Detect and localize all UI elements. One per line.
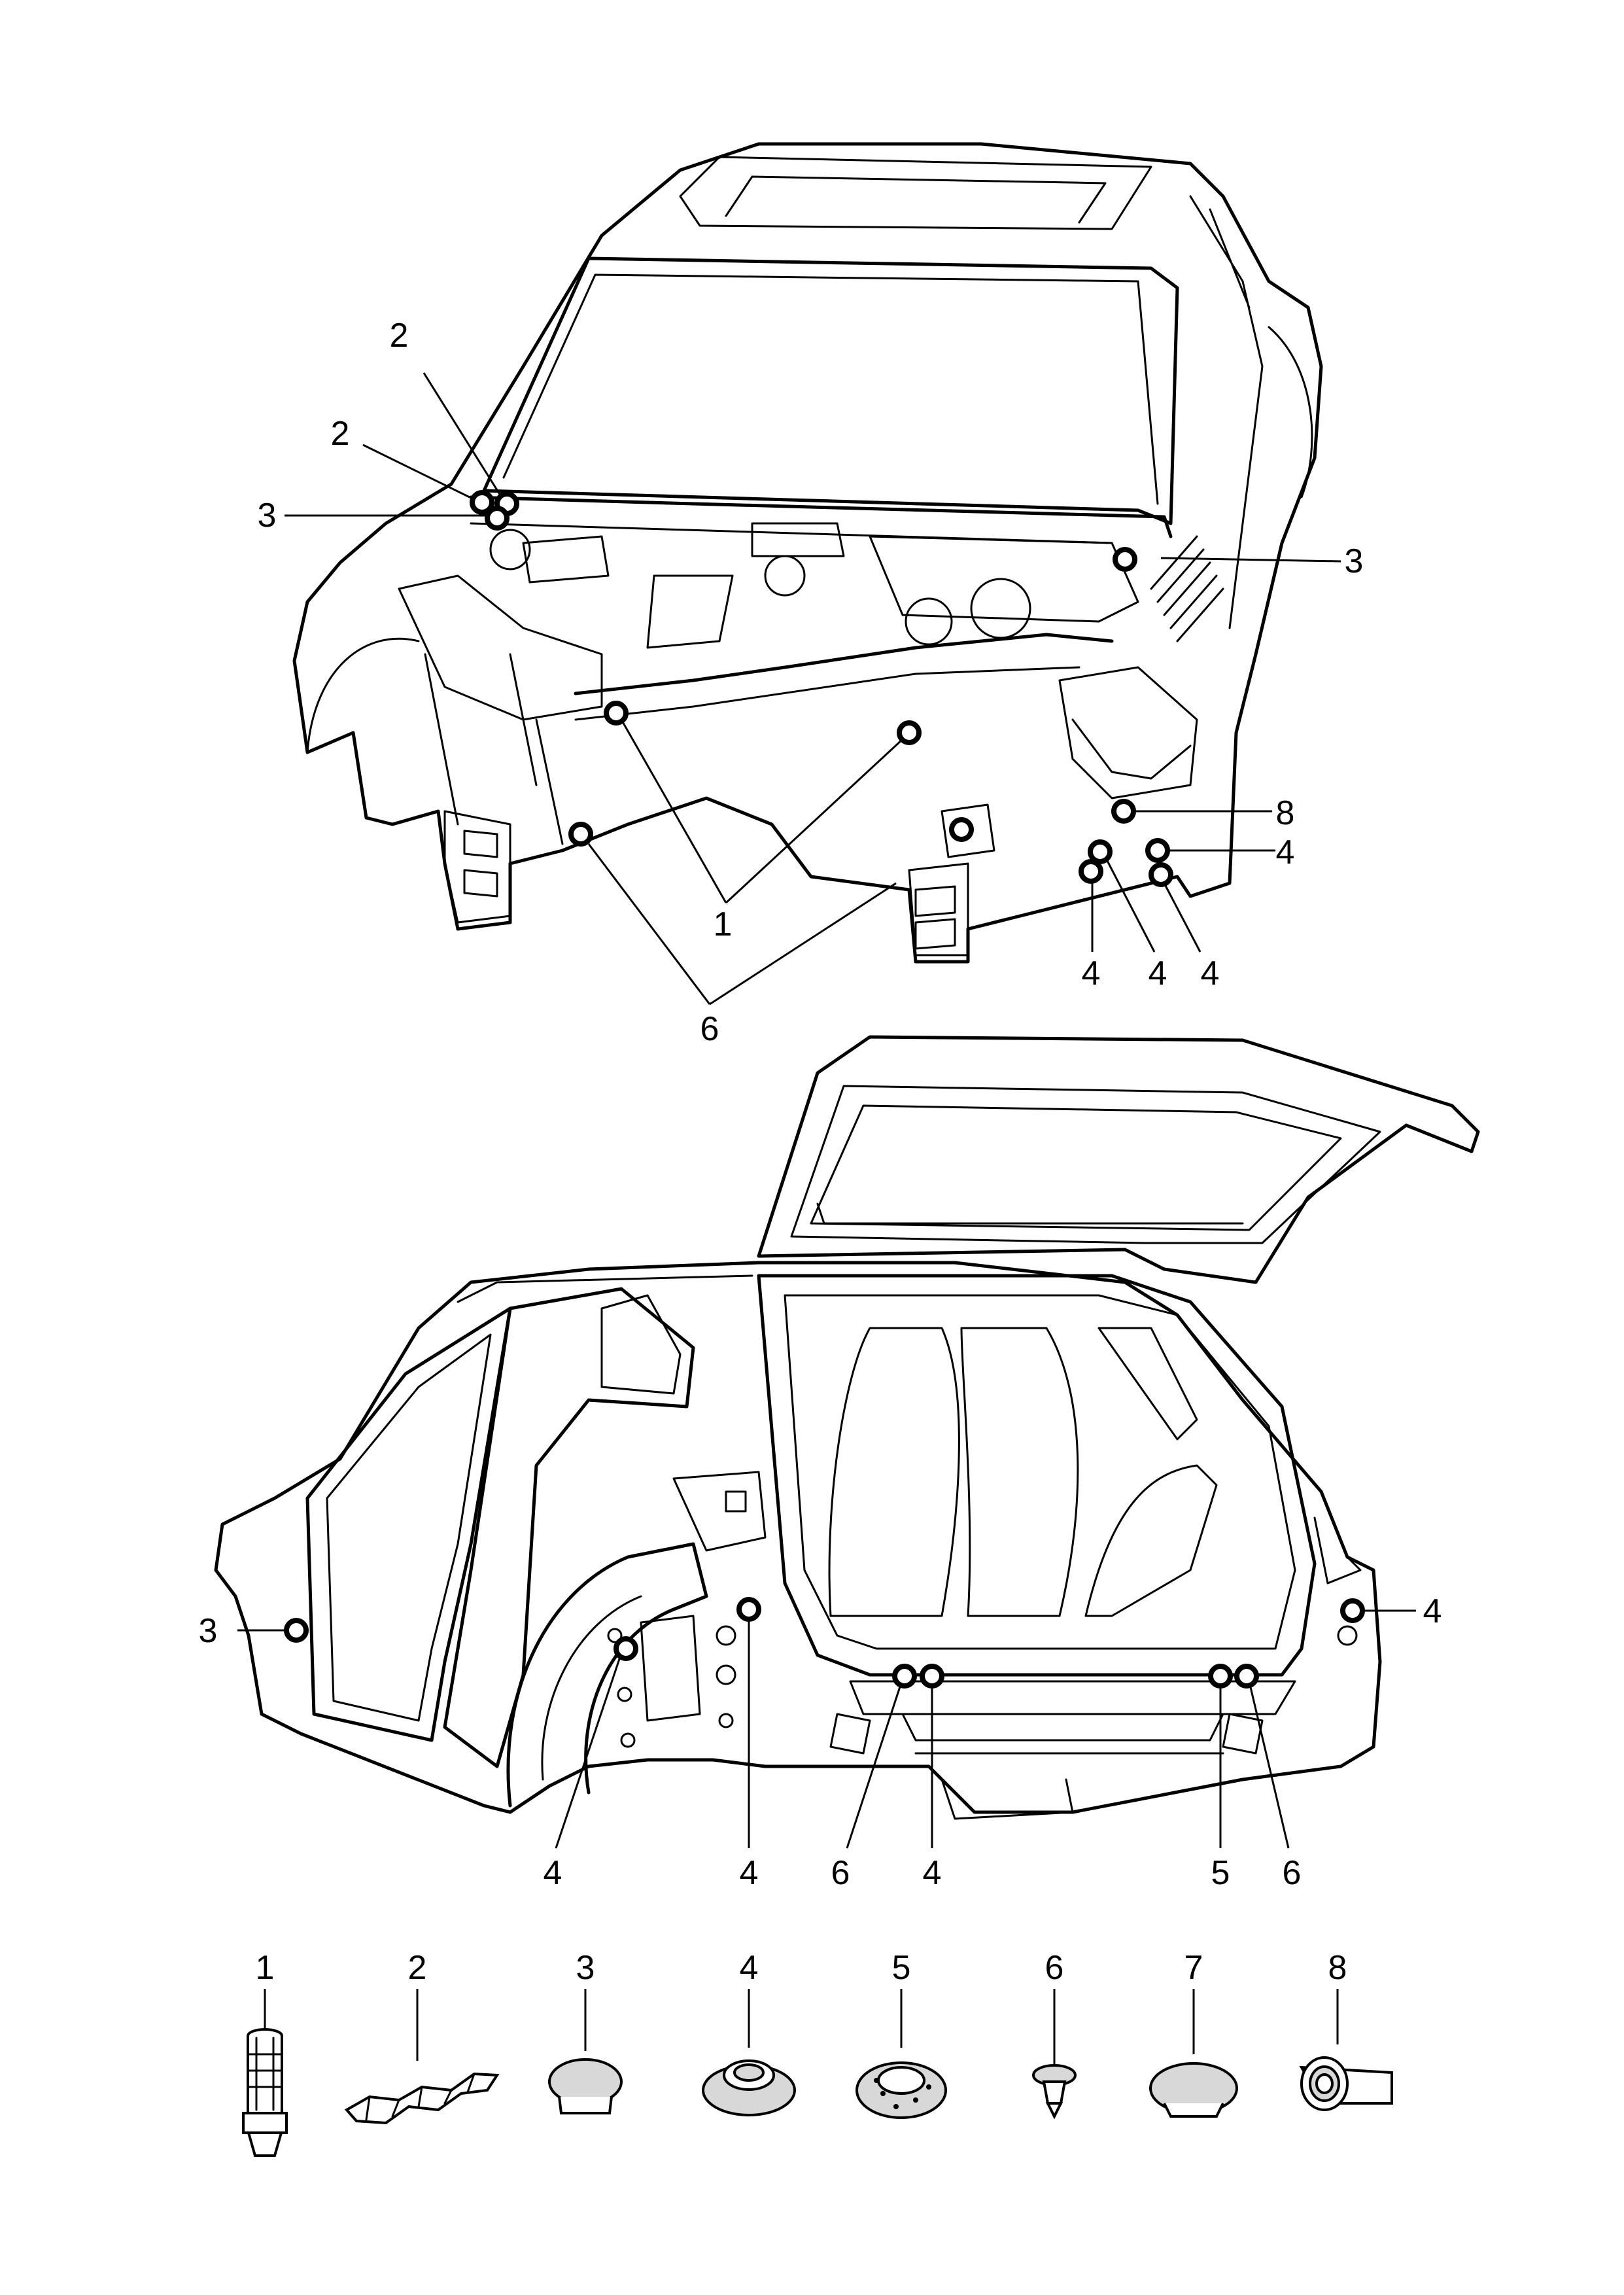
callout-label: 6 [831,1854,850,1892]
callout-label: 3 [258,497,277,534]
bottom-rear-door-opening [443,1287,695,1768]
legend-number-4: 4 [740,1949,759,1987]
textured-plug-icon [855,2061,947,2119]
callout-label: 6 [700,1010,719,1048]
legend-number-5: 5 [892,1949,911,1987]
grommet-icon [702,2059,796,2116]
legend-number-3: 3 [576,1949,595,1987]
callout-label: 5 [1211,1854,1230,1892]
top-body-outline [292,142,1323,964]
fastener-marker[interactable] [470,490,494,515]
bottom-leader-lines [237,1606,1416,1849]
fastener-marker[interactable] [1145,838,1170,863]
fastener-marker[interactable] [1208,1664,1233,1689]
fastener-marker[interactable] [284,1618,309,1643]
tape-roll-icon [1299,2056,1393,2111]
callout-label: 4 [1082,955,1101,992]
callout-label: 4 [1149,955,1167,992]
legend-number-6: 6 [1045,1949,1064,1987]
top-vehicle-view [292,142,1323,964]
fastener-marker[interactable] [736,1597,761,1622]
callout-label: 2 [390,317,409,355]
fastener-marker[interactable] [568,822,593,847]
legend-number-2: 2 [408,1949,427,1987]
fastener-marker[interactable] [897,720,922,745]
callout-label: 3 [199,1612,218,1650]
parts-legend: 1 2 3 4 5 6 7 8 [242,1949,1393,2157]
fastener-marker[interactable] [485,506,510,531]
top-callouts: 2 2 3 3 8 4 4 4 4 1 6 [258,317,1364,1048]
top-windshield-frame [482,256,1179,525]
bottom-wheel-arch [506,1542,708,1808]
top-leader-lines [285,372,1341,1006]
callout-label: 8 [1276,794,1295,832]
tape-strip-icon [344,2072,500,2125]
callout-label: 4 [1423,1592,1442,1630]
fastener-marker[interactable] [1079,859,1103,884]
fastener-marker[interactable] [613,1636,638,1661]
callout-label: 4 [544,1854,562,1892]
fastener-marker[interactable] [1113,547,1137,572]
legend-number-1: 1 [256,1949,275,1987]
callout-label: 3 [1345,542,1364,580]
small-clip-icon [1032,2064,1077,2120]
bottom-body-outline [214,1261,1382,1814]
callout-label: 4 [1276,833,1295,871]
callout-label: 6 [1283,1854,1302,1892]
fastener-marker[interactable] [1149,862,1173,887]
legend-number-8: 8 [1328,1949,1347,1987]
callout-label: 1 [714,905,733,943]
top-markers [470,490,1173,887]
fastener-marker[interactable] [1340,1598,1365,1623]
legend-number-7: 7 [1184,1949,1203,1987]
bottom-front-door-opening [305,1306,512,1742]
callout-label: 4 [740,1854,759,1892]
bolt-icon [242,2028,288,2157]
bottom-markers [284,1597,1365,1689]
bottom-cargo-opening [757,1274,1317,1677]
callout-label: 4 [923,1854,942,1892]
callout-label: 4 [1201,955,1220,992]
top-sunroof [679,156,1152,230]
fastener-marker[interactable] [892,1664,917,1689]
fastener-marker[interactable] [1088,839,1113,864]
fastener-marker[interactable] [1111,799,1136,824]
bottom-tailgate [757,1035,1480,1284]
fastener-marker[interactable] [604,701,629,726]
bottom-callouts: 3 4 4 4 6 4 5 6 [199,1592,1442,1892]
round-cap-icon [1149,2062,1238,2118]
fastener-marker[interactable] [920,1664,944,1689]
callout-label: 2 [331,415,350,453]
bottom-vehicle-view [214,1035,1480,1820]
fastener-marker[interactable] [1234,1664,1259,1689]
fastener-marker[interactable] [949,817,974,842]
plug-cap-icon [548,2058,623,2114]
